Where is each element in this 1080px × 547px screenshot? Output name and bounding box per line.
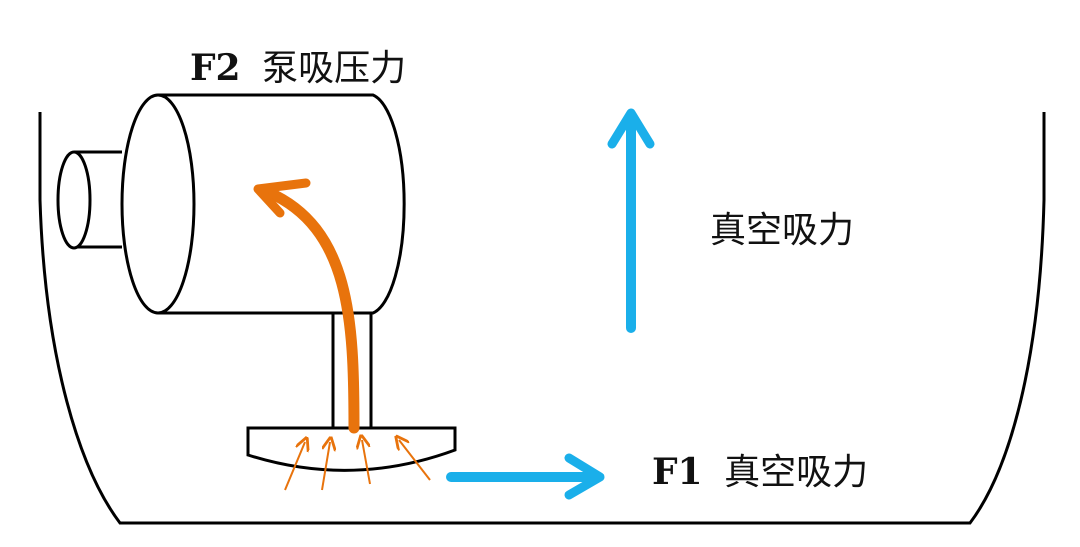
f2-label: F2 泵吸压力: [190, 47, 406, 89]
f1-text: 真空吸力: [724, 452, 868, 493]
pump-cylinder-icon: [56, 93, 406, 315]
container-outline: [38, 112, 1046, 525]
f1-label: F1 真空吸力: [652, 451, 868, 493]
suction-cup-icon: [246, 426, 457, 472]
vacuum-side-arrow: [446, 453, 605, 500]
intake-arrows: [284, 440, 431, 491]
vacuum-up-arrow: [607, 108, 655, 333]
f1-prefix: F1: [652, 451, 703, 493]
vacuum-up-label: 真空吸力: [710, 210, 854, 251]
f2-prefix: F2: [190, 47, 241, 89]
f2-text: 泵吸压力: [262, 48, 406, 89]
suction-flow-arrow: [253, 178, 360, 434]
suction-stem: [331, 313, 373, 428]
